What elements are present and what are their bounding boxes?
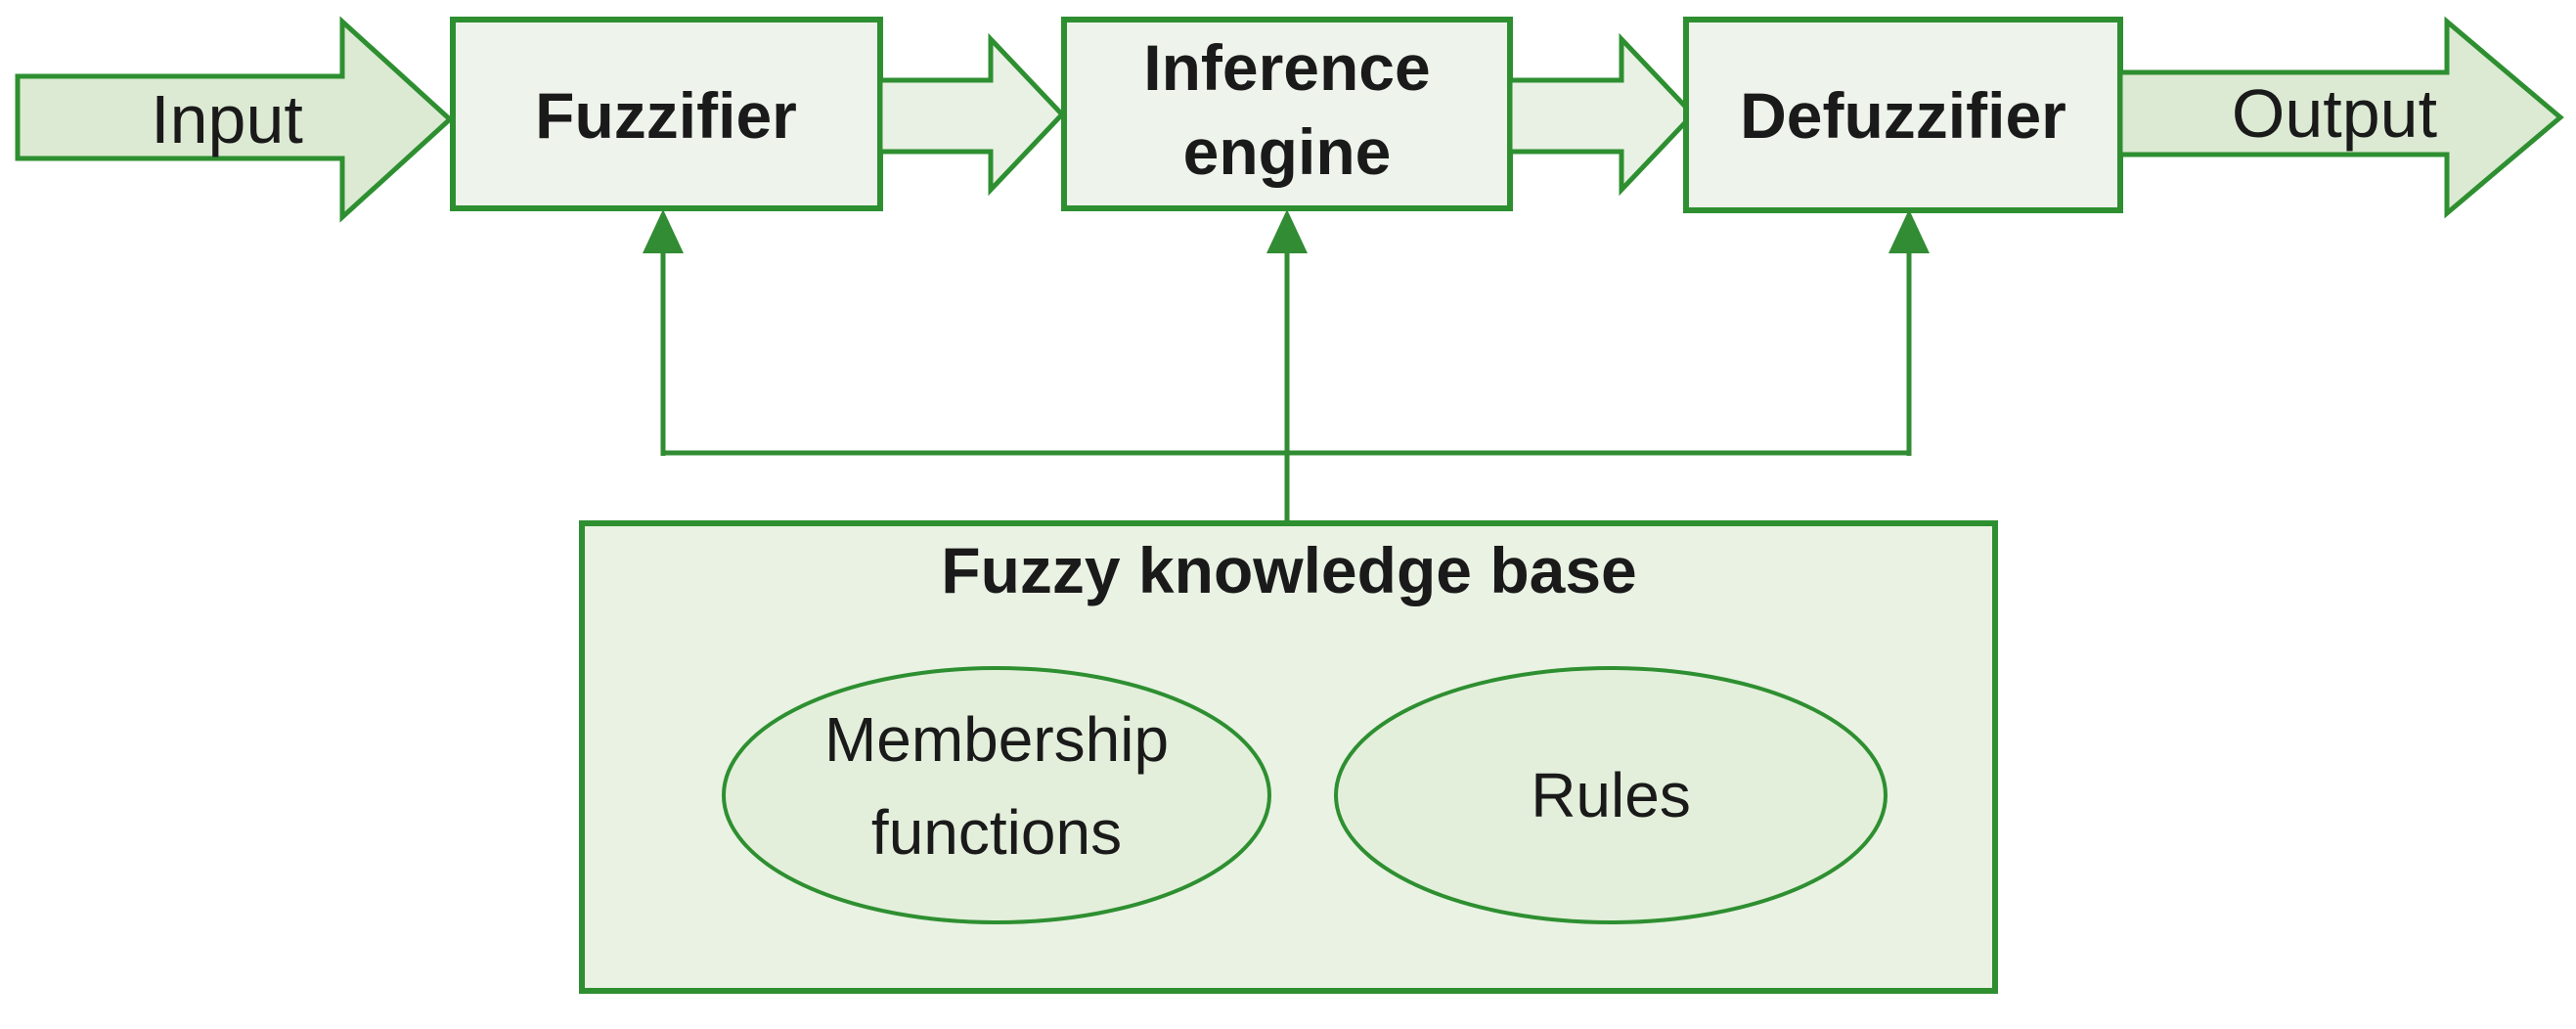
connector-to-defuzzifier-arrowhead-icon xyxy=(1888,209,1930,253)
output-arrow-shape xyxy=(2117,16,2564,219)
fuzzifier-box xyxy=(450,17,883,211)
input-arrow-group: Input xyxy=(15,16,454,223)
fuzzifier-block: Fuzzifier xyxy=(450,17,883,211)
membership-functions-ellipse xyxy=(722,666,1271,924)
rules-ellipse xyxy=(1334,666,1888,924)
inference-to-defuzzifier-arrow xyxy=(1507,32,1697,197)
input-label: Input xyxy=(151,81,303,157)
fuzzifier-label: Fuzzifier xyxy=(535,79,797,152)
fuzzy-knowledge-base-block: Fuzzy knowledge base Membership function… xyxy=(579,520,1998,994)
input-arrow-shape xyxy=(15,16,454,223)
output-label: Output xyxy=(2232,75,2437,152)
rules-label: Rules xyxy=(1531,760,1691,830)
inference-engine-block: Inference engine xyxy=(1061,17,1513,211)
inference-engine-box xyxy=(1061,17,1513,211)
membership-functions-label-line1: Membership xyxy=(824,704,1169,775)
fuzzifier-to-inference-arrow xyxy=(877,32,1066,197)
inference-engine-label-line1: Inference xyxy=(1143,31,1430,104)
defuzzifier-block: Defuzzifier xyxy=(1683,17,2123,213)
membership-functions-ellipse-group: Membership functions xyxy=(722,666,1271,924)
fuzzy-knowledge-base-title: Fuzzy knowledge base xyxy=(941,534,1637,606)
defuzzifier-label: Defuzzifier xyxy=(1740,79,2066,152)
rules-ellipse-group: Rules xyxy=(1334,666,1888,924)
output-arrow-group: Output xyxy=(2117,16,2564,219)
inference-engine-label-line2: engine xyxy=(1183,115,1392,188)
membership-functions-label-line2: functions xyxy=(871,797,1122,868)
knowledge-base-connectors xyxy=(643,209,1930,525)
connector-to-inference-arrowhead-icon xyxy=(1266,209,1308,253)
connector-to-fuzzifier-arrowhead-icon xyxy=(643,209,684,253)
